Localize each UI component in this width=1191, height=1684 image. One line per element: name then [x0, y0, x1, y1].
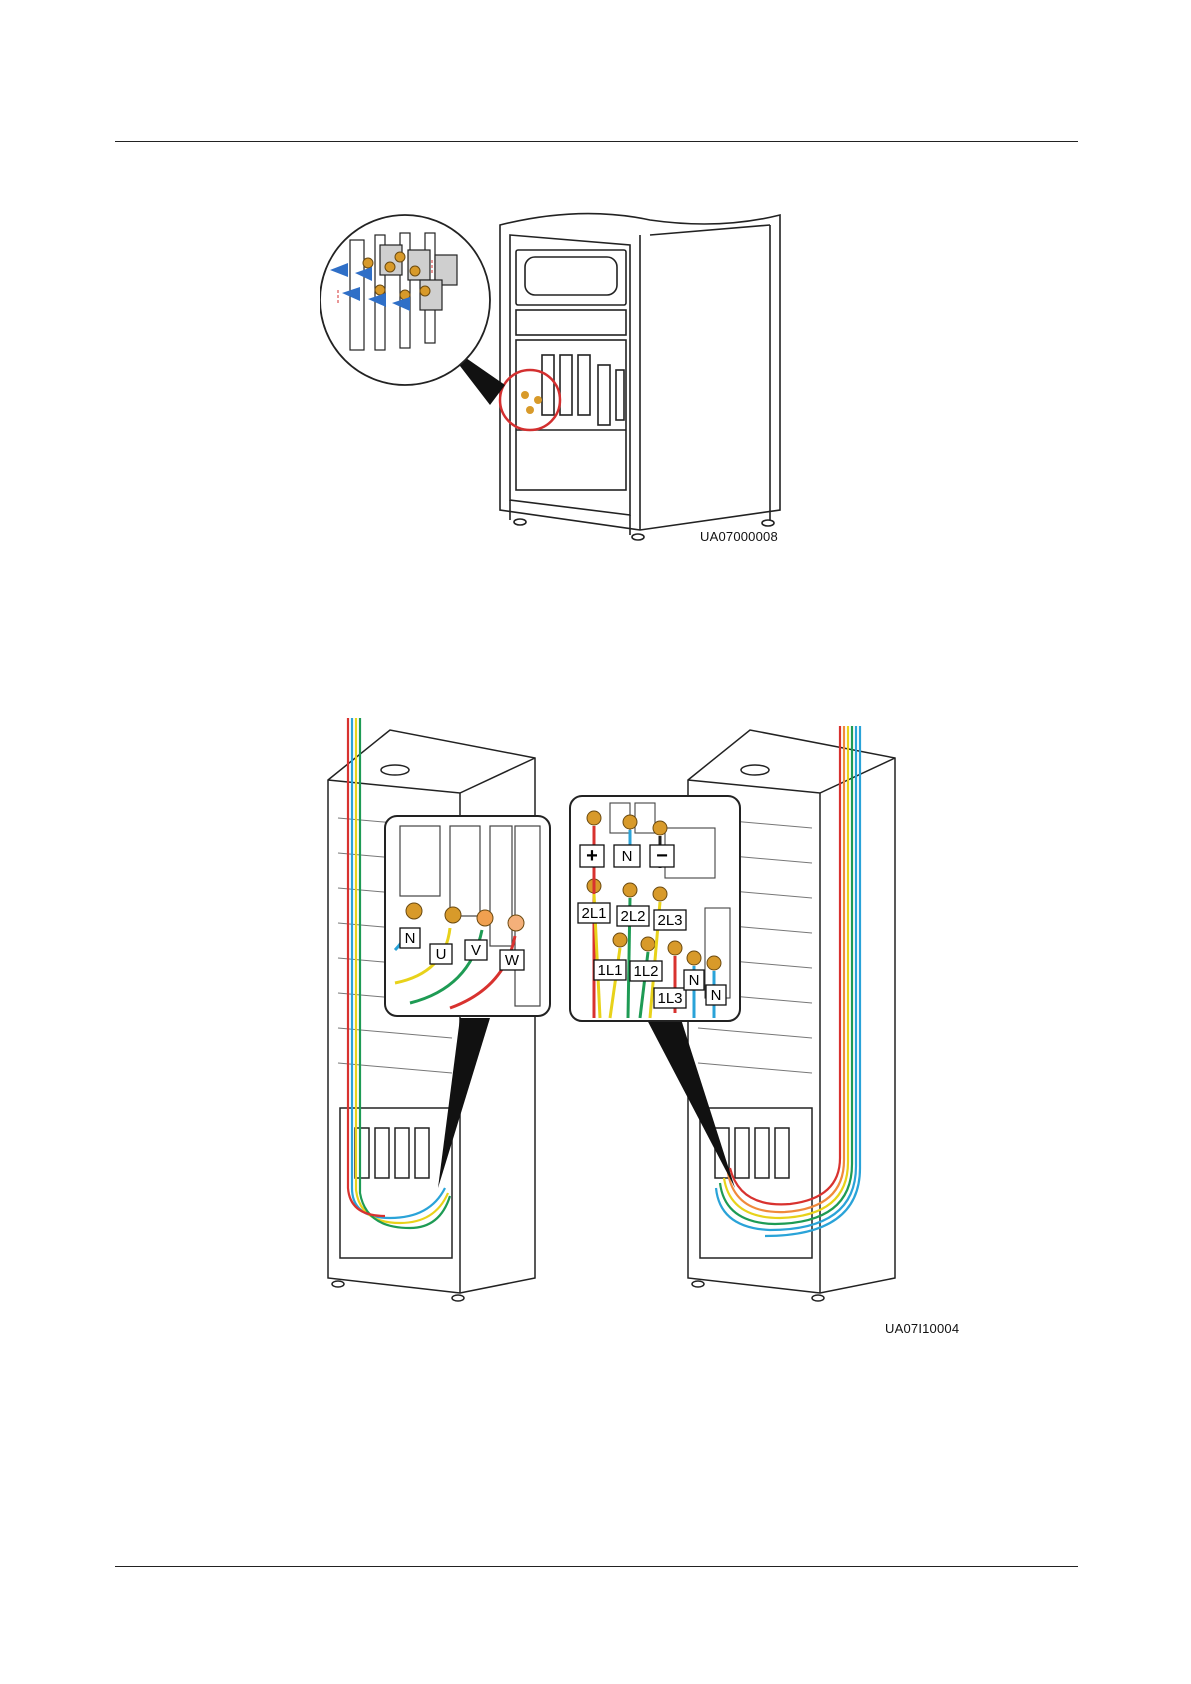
battery-positive-label: + [586, 845, 598, 867]
bypass-2l2-label: 2L2 [620, 908, 645, 925]
battery-neutral-label: N [622, 848, 633, 865]
cabinet-drawing [320, 195, 840, 555]
header-rule [115, 141, 1078, 142]
mains-1l3-label: 1L3 [657, 990, 682, 1007]
neutral-label-2: N [711, 987, 722, 1004]
output-label-v: V [471, 942, 481, 959]
mains-1l1-label: 1L1 [597, 962, 622, 979]
output-label-w: W [505, 952, 520, 969]
figure-2-id: UA07I10004 [885, 1321, 959, 1336]
neutral-label-1: N [689, 972, 700, 989]
figure-1-id: UA07000008 [700, 529, 778, 544]
figure-1-cabinet-terminals: UA07000008 [320, 195, 840, 555]
output-label-n: N [405, 930, 416, 947]
battery-negative-label: − [656, 845, 668, 867]
mains-1l2-label: 1L2 [633, 963, 658, 980]
bypass-2l1-label: 2L1 [581, 905, 606, 922]
cabinets-wiring-drawing: N U V W [310, 718, 970, 1328]
bypass-2l3-label: 2L3 [657, 912, 682, 929]
figure-2-cable-connections: N U V W [310, 718, 970, 1328]
footer-rule [115, 1566, 1078, 1567]
output-label-u: U [436, 946, 447, 963]
